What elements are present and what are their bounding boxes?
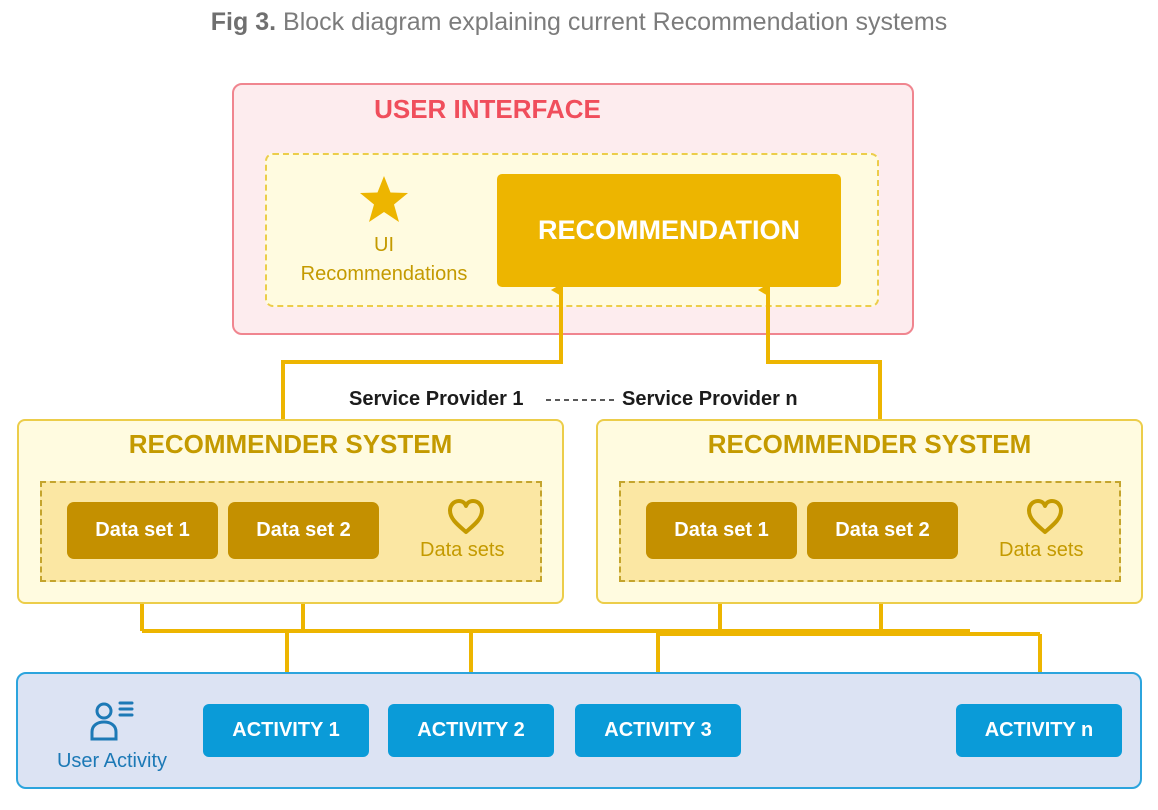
star-icon xyxy=(360,176,408,222)
heart-icon xyxy=(1027,499,1063,534)
user-activity-label: User Activity xyxy=(56,750,168,772)
rsn-data-set-1[interactable]: Data set 1 xyxy=(646,502,797,559)
rsn-data-sets-label: Data sets xyxy=(999,539,1084,561)
recommendation-box[interactable]: RECOMMENDATION xyxy=(497,174,841,287)
rs1-data-set-2[interactable]: Data set 2 xyxy=(228,502,379,559)
recommender-system-n-title: RECOMMENDER SYSTEM xyxy=(707,429,1032,459)
activity-2-button[interactable]: ACTIVITY 2 xyxy=(388,704,554,757)
user-list-icon xyxy=(90,701,134,741)
figure-number: Fig 3. xyxy=(210,8,277,36)
ui-recommendations-label: UI Recommendations xyxy=(280,231,488,289)
activity-n-button[interactable]: ACTIVITY n xyxy=(956,704,1122,757)
ui-label-line1: UI xyxy=(374,234,394,256)
recommender-system-1-title: RECOMMENDER SYSTEM xyxy=(128,429,453,459)
connector-rs1-to-recommendation xyxy=(281,283,563,419)
rs1-data-sets-label: Data sets xyxy=(420,539,505,561)
service-provider-1-label: Service Provider 1 xyxy=(349,388,524,410)
activity-1-button[interactable]: ACTIVITY 1 xyxy=(203,704,369,757)
ui-label-line2: Recommendations xyxy=(300,263,468,285)
heart-icon xyxy=(448,499,484,534)
figure-caption: Fig 3. Block diagram explaining current … xyxy=(0,8,1158,37)
activity-3-button[interactable]: ACTIVITY 3 xyxy=(575,704,741,757)
connector-rsn-to-recommendation xyxy=(758,283,882,419)
service-provider-n-label: Service Provider n xyxy=(622,388,798,410)
rsn-data-set-2[interactable]: Data set 2 xyxy=(807,502,958,559)
user-interface-title: USER INTERFACE xyxy=(374,94,601,124)
rs1-data-set-1[interactable]: Data set 1 xyxy=(67,502,218,559)
figure-title: Block diagram explaining current Recomme… xyxy=(276,8,948,36)
